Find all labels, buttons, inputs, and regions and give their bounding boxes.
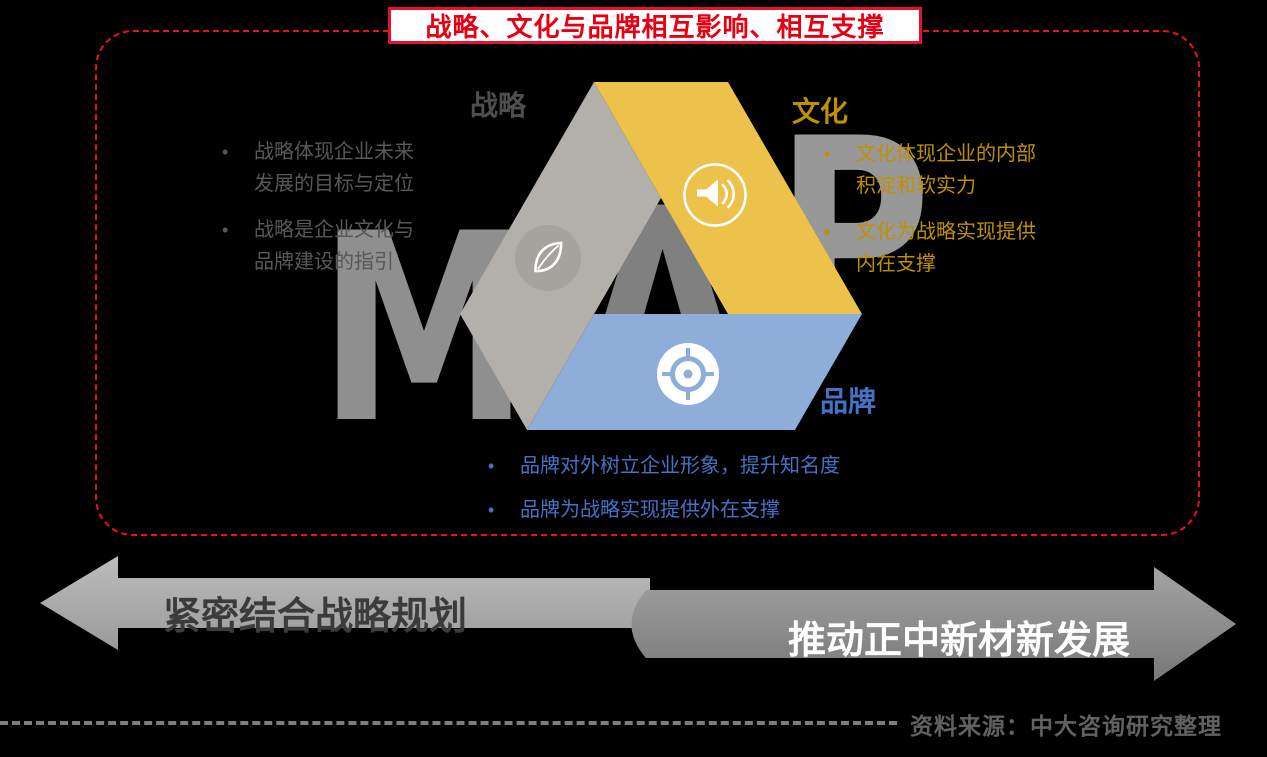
bullet-text: 品牌对外树立企业形象，提升知名度 [520,455,840,477]
culture-label: 文化 [792,96,849,127]
list-item: 文化为战略实现提供内在支撑 [820,216,1054,280]
bullet-dot [820,216,856,280]
list-item: 战略体现企业未来发展的目标与定位 [218,136,430,200]
bullet-dot [484,450,520,482]
list-item: 品牌为战略实现提供外在支撑 [484,494,840,526]
leaf-icon [515,225,581,291]
right-arrow [631,567,1236,681]
target-icon [657,343,719,405]
brand-label: 品牌 [820,386,877,417]
bullet-dot [484,494,520,526]
strategy-bullets: 战略体现企业未来发展的目标与定位 战略是企业文化与品牌建设的指引 [218,136,430,292]
source-text: 资料来源：中大咨询研究整理 [910,713,1222,739]
culture-bullets: 文化体现企业的内部积淀和软实力 文化为战略实现提供内在支撑 [820,138,1054,294]
bullet-dot [820,138,856,202]
culture-bar-shape [594,82,862,314]
bullet-text: 战略是企业文化与品牌建设的指引 [254,219,414,273]
bullet-text: 文化体现企业的内部积淀和软实力 [856,143,1036,197]
left-arrow-label: 紧密结合战略规划 [163,596,468,638]
strategy-label: 战略 [470,90,527,121]
bullet-text: 战略体现企业未来发展的目标与定位 [254,141,414,195]
list-item: 品牌对外树立企业形象，提升知名度 [484,450,840,482]
source-dashed-line [0,721,897,725]
bullet-dot [218,214,254,278]
list-item: 战略是企业文化与品牌建设的指引 [218,214,430,278]
title-banner: 战略、文化与品牌相互影响、相互支撑 [388,7,922,44]
bullet-text: 文化为战略实现提供内在支撑 [856,221,1036,275]
bottom-arrows [40,556,1236,681]
bullet-dot [218,136,254,200]
list-item: 文化体现企业的内部积淀和软实力 [820,138,1054,202]
megaphone-icon [683,163,747,227]
left-arrow [40,556,650,650]
brand-bullets: 品牌对外树立企业形象，提升知名度 品牌为战略实现提供外在支撑 [484,450,840,538]
bullet-text: 品牌为战略实现提供外在支撑 [520,499,780,521]
right-arrow-label: 推动正中新材新发展 [788,620,1131,662]
title-text: 战略、文化与品牌相互影响、相互支撑 [425,12,885,42]
